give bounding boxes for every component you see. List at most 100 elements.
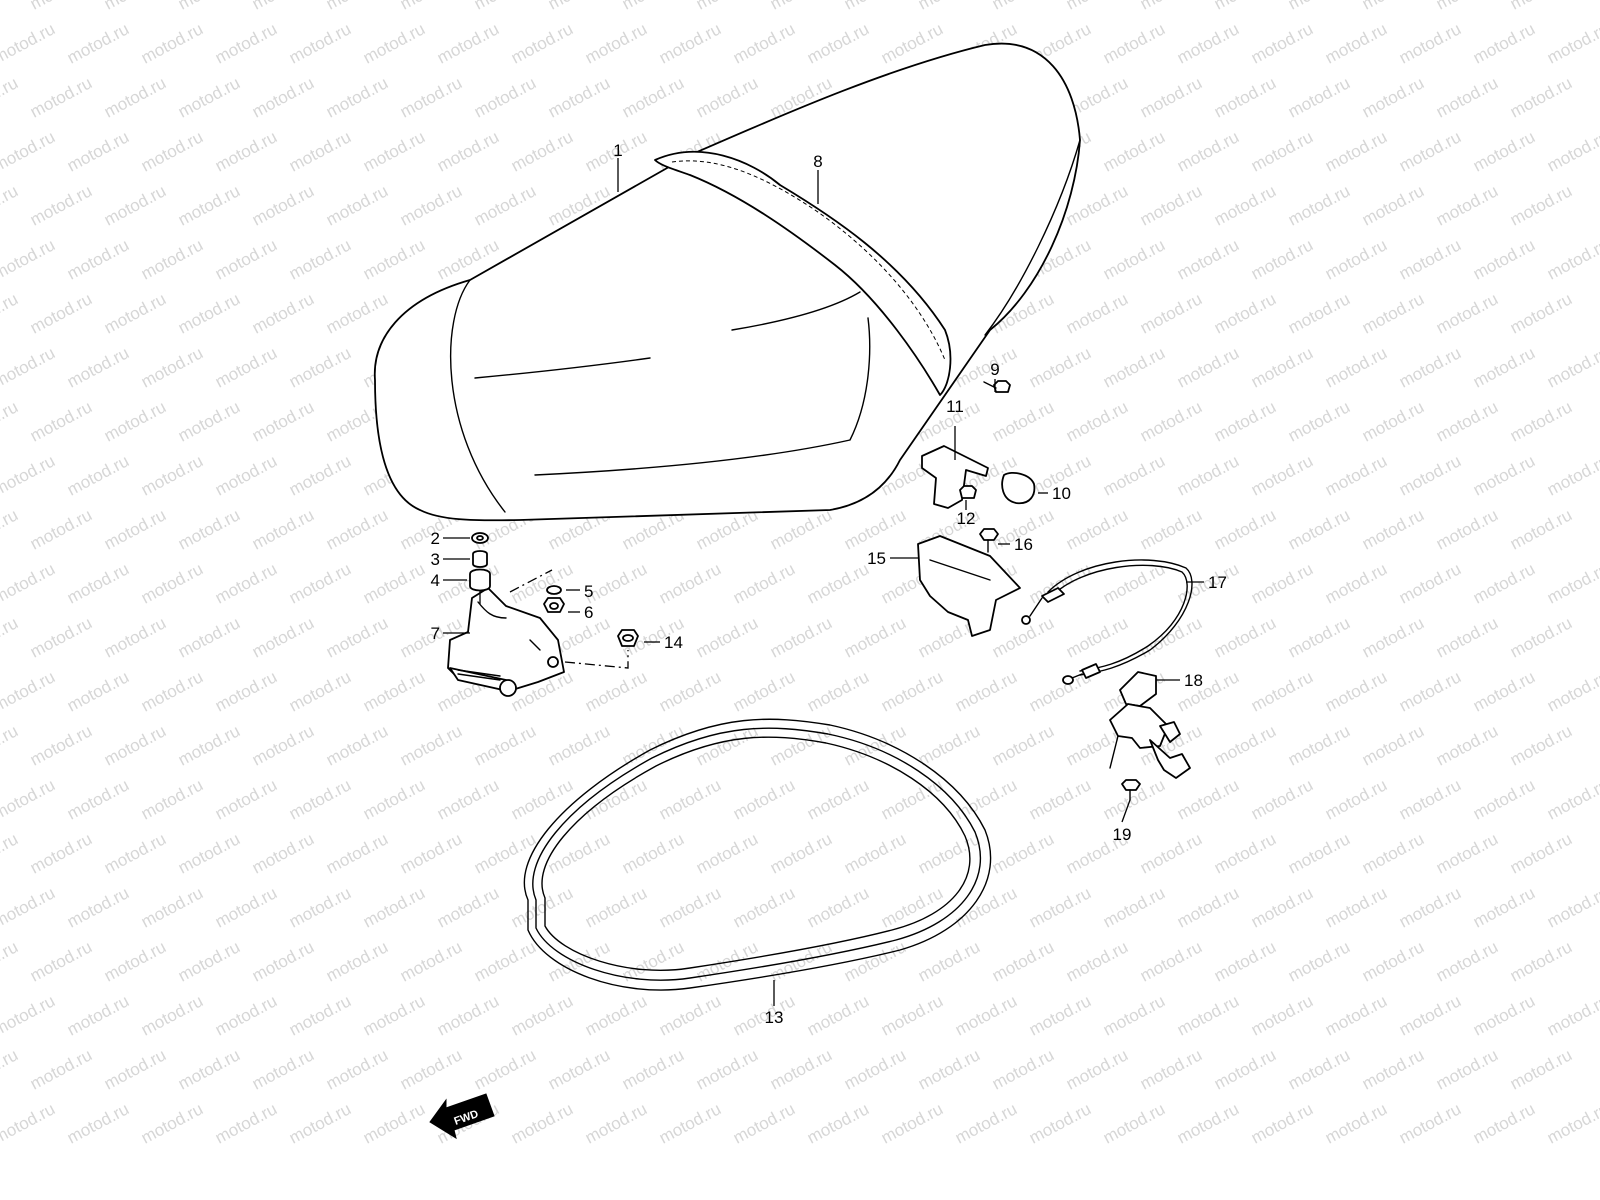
- watermark-text: motod.ru: [360, 991, 428, 1039]
- watermark-text: motod.ru: [471, 937, 539, 985]
- watermark-text: motod.ru: [508, 775, 576, 823]
- watermark-text: motod.ru: [582, 775, 650, 823]
- callout-12: 12: [957, 509, 976, 528]
- watermark-text: motod.ru: [1470, 559, 1538, 607]
- watermark-text: motod.ru: [1211, 937, 1279, 985]
- watermark-text: motod.ru: [1211, 1045, 1279, 1093]
- watermark-text: motod.ru: [841, 721, 909, 769]
- watermark-text: motod.ru: [989, 1045, 1057, 1093]
- watermark-text: motod.ru: [1211, 613, 1279, 661]
- watermark-text: motod.ru: [878, 667, 946, 715]
- watermark-text: motod.ru: [249, 289, 317, 337]
- watermark-text: motod.ru: [1137, 937, 1205, 985]
- watermark-text: motod.ru: [693, 0, 761, 14]
- watermark-text: motod.ru: [138, 235, 206, 283]
- callout-6: 6: [584, 603, 593, 622]
- watermark-text: motod.ru: [1174, 19, 1242, 67]
- watermark-text: motod.ru: [878, 775, 946, 823]
- watermark-text: motod.ru: [0, 19, 58, 67]
- part-hinge-bracket: [447, 587, 565, 697]
- watermark-text: motod.ru: [1174, 775, 1242, 823]
- watermark-text: motod.ru: [434, 991, 502, 1039]
- watermark-text: motod.ru: [1396, 1099, 1464, 1147]
- watermark-text: motod.ru: [360, 19, 428, 67]
- watermark-text: motod.ru: [360, 775, 428, 823]
- watermark-text: motod.ru: [619, 1045, 687, 1093]
- watermark-text: motod.ru: [1100, 235, 1168, 283]
- watermark-text: motod.ru: [286, 775, 354, 823]
- watermark-text: motod.ru: [471, 829, 539, 877]
- watermark-text: motod.ru: [841, 1045, 909, 1093]
- watermark-text: motod.ru: [1026, 559, 1094, 607]
- watermark-text: motod.ru: [1285, 289, 1353, 337]
- watermark-text: motod.ru: [1063, 0, 1131, 14]
- watermark-text: motod.ru: [1359, 397, 1427, 445]
- watermark-text: motod.ru: [582, 19, 650, 67]
- watermark-text: motod.ru: [1322, 559, 1390, 607]
- watermark-text: motod.ru: [0, 343, 58, 391]
- watermark-text: motod.ru: [64, 451, 132, 499]
- watermark-text: motod.ru: [101, 721, 169, 769]
- watermark-text: motod.ru: [545, 0, 613, 14]
- watermark-text: motod.ru: [508, 559, 576, 607]
- watermark-text: motod.ru: [1470, 775, 1538, 823]
- watermark-text: motod.ru: [1100, 343, 1168, 391]
- watermark-text: motod.ru: [175, 613, 243, 661]
- watermark-text: motod.ru: [1248, 667, 1316, 715]
- watermark-text: motod.ru: [915, 1045, 983, 1093]
- watermark-text: motod.ru: [1544, 1099, 1600, 1147]
- watermark-text: motod.ru: [582, 883, 650, 931]
- watermark-text: motod.ru: [1470, 127, 1538, 175]
- watermark-text: motod.ru: [138, 19, 206, 67]
- part-seat-lock: [1109, 671, 1191, 801]
- watermark-text: motod.ru: [212, 127, 280, 175]
- watermark-text: motod.ru: [656, 775, 724, 823]
- watermark-text: motod.ru: [1359, 0, 1427, 14]
- watermark-text: motod.ru: [1322, 667, 1390, 715]
- watermark-text: motod.ru: [1544, 235, 1600, 283]
- watermark-text: motod.ru: [1174, 883, 1242, 931]
- watermark-text: motod.ru: [360, 559, 428, 607]
- watermark-text: motod.ru: [212, 451, 280, 499]
- watermark-text: motod.ru: [27, 181, 95, 229]
- watermark-text: motod.ru: [989, 937, 1057, 985]
- watermark-text: motod.ru: [64, 775, 132, 823]
- watermark-text: motod.ru: [1359, 289, 1427, 337]
- watermark-text: motod.ru: [1433, 721, 1501, 769]
- watermark-text: motod.ru: [1544, 559, 1600, 607]
- callout-3: 3: [431, 550, 440, 569]
- callout-16: 16: [1014, 535, 1033, 554]
- watermark-text: motod.ru: [1544, 667, 1600, 715]
- watermark-text: motod.ru: [730, 883, 798, 931]
- watermark-text: motod.ru: [989, 829, 1057, 877]
- watermark-text: motod.ru: [323, 181, 391, 229]
- watermark-text: motod.ru: [1507, 181, 1575, 229]
- watermark-text: motod.ru: [0, 181, 21, 229]
- watermark-text: motod.ru: [360, 127, 428, 175]
- watermark-text: motod.ru: [397, 73, 465, 121]
- watermark-text: motod.ru: [767, 829, 835, 877]
- watermark-text: motod.ru: [286, 1099, 354, 1147]
- watermark-text: motod.ru: [249, 613, 317, 661]
- watermark-text: motod.ru: [952, 1099, 1020, 1147]
- watermark-text: motod.ru: [249, 829, 317, 877]
- watermark-text: motod.ru: [101, 613, 169, 661]
- watermark-text: motod.ru: [138, 667, 206, 715]
- watermark-text: motod.ru: [989, 721, 1057, 769]
- watermark-text: motod.ru: [323, 289, 391, 337]
- watermark-text: motod.ru: [64, 667, 132, 715]
- watermark-text: motod.ru: [27, 289, 95, 337]
- watermark-text: motod.ru: [64, 19, 132, 67]
- watermark-text: motod.ru: [1359, 73, 1427, 121]
- watermark-text: motod.ru: [1322, 235, 1390, 283]
- watermark-text: motod.ru: [989, 397, 1057, 445]
- watermark-text: motod.ru: [138, 991, 206, 1039]
- watermark-text: motod.ru: [1211, 397, 1279, 445]
- watermark-text: motod.ru: [434, 883, 502, 931]
- watermark-text: motod.ru: [989, 0, 1057, 14]
- watermark-text: motod.ru: [693, 73, 761, 121]
- watermark-text: motod.ru: [1248, 343, 1316, 391]
- watermark-text: motod.ru: [64, 991, 132, 1039]
- watermark-text: motod.ru: [1322, 1099, 1390, 1147]
- watermark-text: motod.ru: [952, 775, 1020, 823]
